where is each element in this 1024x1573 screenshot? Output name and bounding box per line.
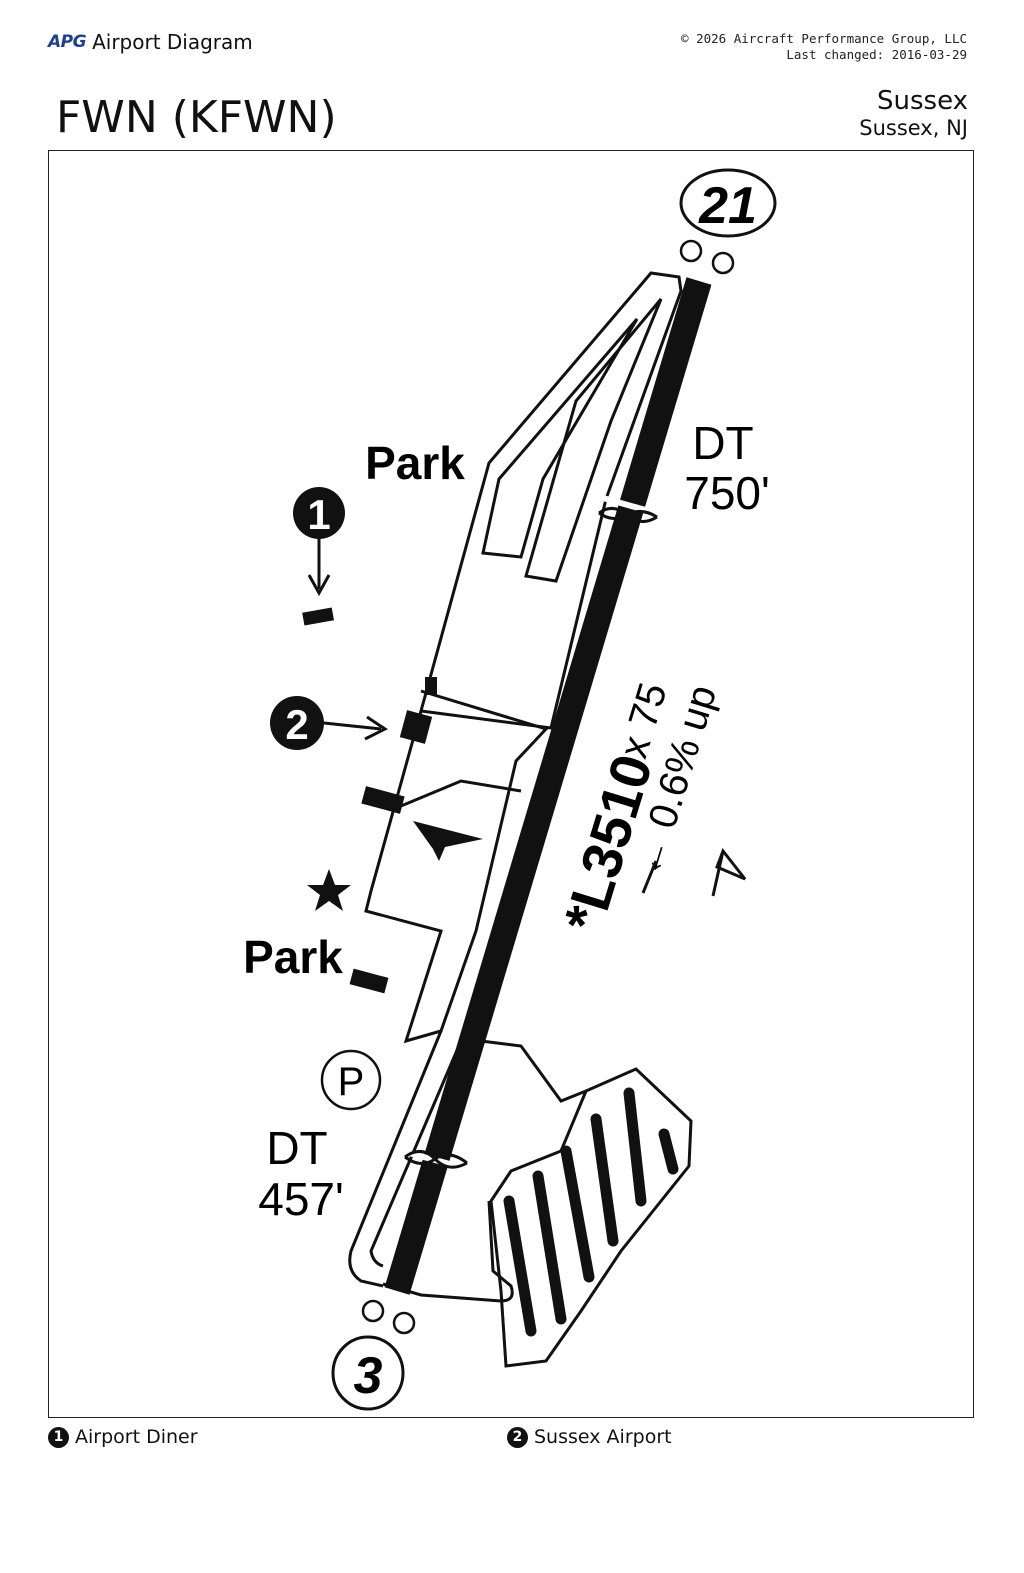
parking-symbol-circle bbox=[320, 1049, 382, 1111]
displaced-threshold-south bbox=[404, 1150, 468, 1170]
legend-item-1: 1 Airport Diner bbox=[48, 1426, 198, 1448]
t-hangar-rows bbox=[503, 1087, 679, 1337]
dt-north-value: 750' bbox=[684, 467, 770, 519]
t-hangar-row-1 bbox=[503, 1195, 537, 1337]
building-fbo-annex bbox=[425, 677, 437, 695]
dt-north-label: DT bbox=[692, 417, 753, 469]
building-mid bbox=[361, 786, 405, 814]
park-label-south: Park bbox=[243, 931, 343, 983]
aircraft-symbol-icon bbox=[413, 821, 483, 861]
parking-symbol: P bbox=[338, 1060, 365, 1104]
t-hangar-row-3 bbox=[560, 1145, 595, 1283]
doc-type-title: Airport Diagram bbox=[92, 30, 253, 54]
runway-3-21 bbox=[384, 277, 712, 1295]
runway-end-3-oval bbox=[331, 1335, 405, 1411]
t-hangar-area-outline bbox=[489, 1067, 693, 1368]
brand: APG Airport Diagram bbox=[48, 30, 253, 54]
legend-label-1: Airport Diner bbox=[75, 1426, 198, 1448]
dt-south-label: DT bbox=[266, 1122, 327, 1174]
last-changed-text: Last changed: 2016-03-29 bbox=[786, 47, 967, 62]
wind-cone-icon bbox=[711, 847, 747, 897]
park-label-north: Park bbox=[365, 437, 465, 489]
airport-city-state: Sussex, NJ bbox=[859, 116, 968, 140]
building-fbo bbox=[399, 710, 433, 744]
approach-lights-north bbox=[679, 239, 735, 275]
marker-2-number: 2 bbox=[285, 701, 308, 748]
apg-logo: APG bbox=[48, 32, 87, 52]
t-hangar-row-2 bbox=[532, 1170, 567, 1325]
airport-name: Sussex bbox=[877, 86, 968, 116]
mid-apron-outline bbox=[364, 689, 549, 1044]
legend-bullet-2: 2 bbox=[507, 1426, 528, 1448]
airport-location: Sussex Sussex, NJ bbox=[859, 86, 968, 140]
north-apron-outline bbox=[419, 271, 683, 730]
t-hangar-row-5 bbox=[623, 1087, 647, 1207]
apron-island-north-1 bbox=[481, 318, 639, 559]
legend-bullet-1: 1 bbox=[48, 1426, 69, 1448]
t-hangar-row-4 bbox=[590, 1113, 619, 1247]
runway-end-3: 3 bbox=[354, 1347, 383, 1405]
document-meta: © 2026 Aircraft Performance Group, LLC L… bbox=[681, 31, 967, 63]
west-taxiway-outline bbox=[348, 1030, 463, 1288]
runway-end-21-oval bbox=[679, 168, 777, 238]
diagram-frame: 21 3 *L3510 x 75 ← 0.6% up DT 750' DT 45… bbox=[48, 150, 974, 1418]
marker-1-number: 1 bbox=[307, 491, 330, 538]
displaced-threshold-north bbox=[598, 495, 658, 523]
t-hangar-row-6 bbox=[658, 1128, 679, 1175]
gradient-arrow-icon bbox=[641, 860, 658, 894]
buildings bbox=[302, 607, 437, 994]
marker-1-circle bbox=[293, 487, 345, 539]
legend-item-2: 2 Sussex Airport bbox=[507, 1426, 672, 1448]
airport-ident: FWN (KFWN) bbox=[56, 92, 337, 143]
airport-diagram: 21 3 *L3510 x 75 ← 0.6% up DT 750' DT 45… bbox=[243, 168, 777, 1411]
copyright-text: © 2026 Aircraft Performance Group, LLC bbox=[681, 31, 967, 46]
legend-label-2: Sussex Airport bbox=[534, 1426, 672, 1448]
apron-island-north-2 bbox=[524, 298, 663, 583]
building-diner bbox=[302, 607, 334, 626]
marker-2-arrow bbox=[323, 721, 382, 731]
mid-taxiway-diagonal bbox=[400, 779, 522, 808]
marker-2-circle bbox=[270, 696, 324, 750]
beacon-star-icon bbox=[307, 869, 351, 911]
approach-lights-south bbox=[361, 1299, 416, 1335]
dt-south-value: 457' bbox=[258, 1173, 344, 1225]
building-south bbox=[349, 968, 389, 994]
runway-end-21: 21 bbox=[698, 177, 757, 235]
